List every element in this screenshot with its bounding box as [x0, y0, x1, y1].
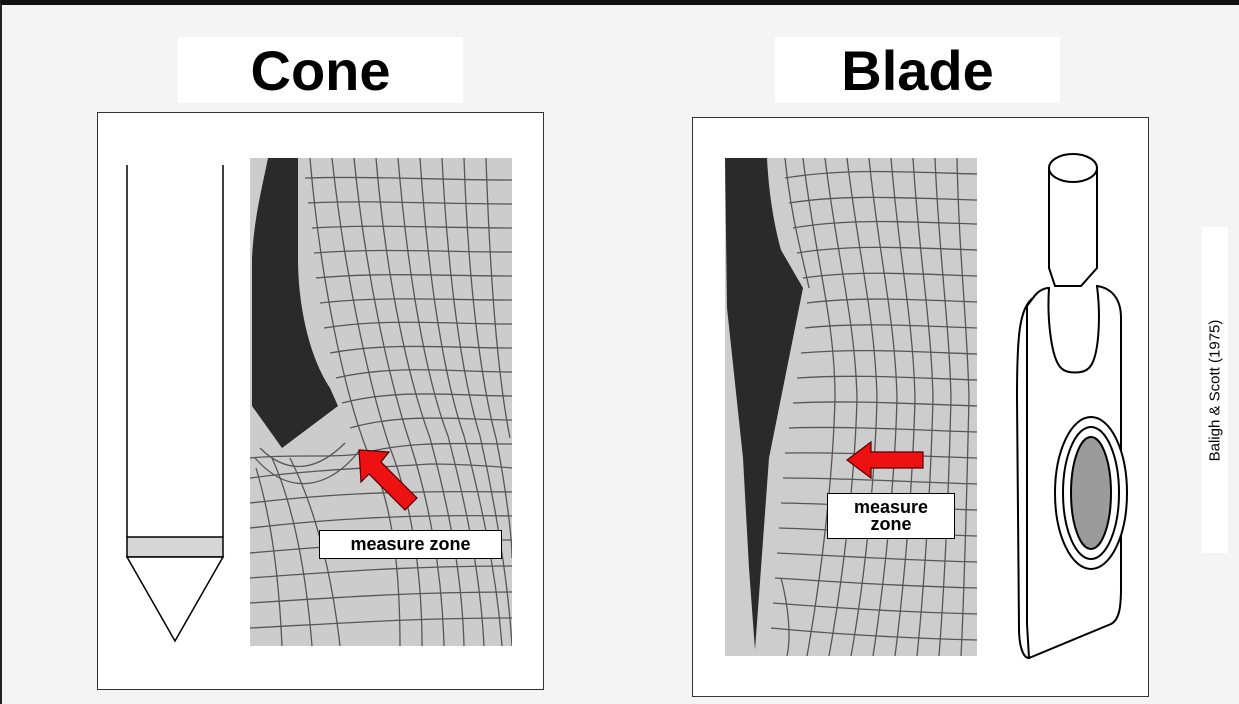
cone-arrow: [353, 446, 423, 526]
dilatometer-blade-drawing: [1011, 138, 1131, 668]
cone-tip: [127, 557, 223, 641]
blade-measure-zone-label: measure zone: [827, 493, 955, 539]
blade-panel: measure zone: [692, 117, 1149, 697]
cone-deformation-photo: [250, 158, 512, 646]
credit-text: Baligh & Scott (1975): [1207, 319, 1224, 461]
blade-deformation-photo: [725, 158, 977, 656]
cone-title: Cone: [178, 37, 463, 103]
blade-arrow: [845, 440, 927, 480]
blade-measure-zone-line2: zone: [870, 516, 911, 533]
cone-panel: measure zone: [97, 112, 544, 690]
blade-title: Blade: [775, 37, 1060, 103]
credit-label: Baligh & Scott (1975): [1202, 227, 1228, 553]
friction-sleeve-band: [127, 537, 223, 557]
cone-measure-zone-label: measure zone: [319, 530, 502, 559]
